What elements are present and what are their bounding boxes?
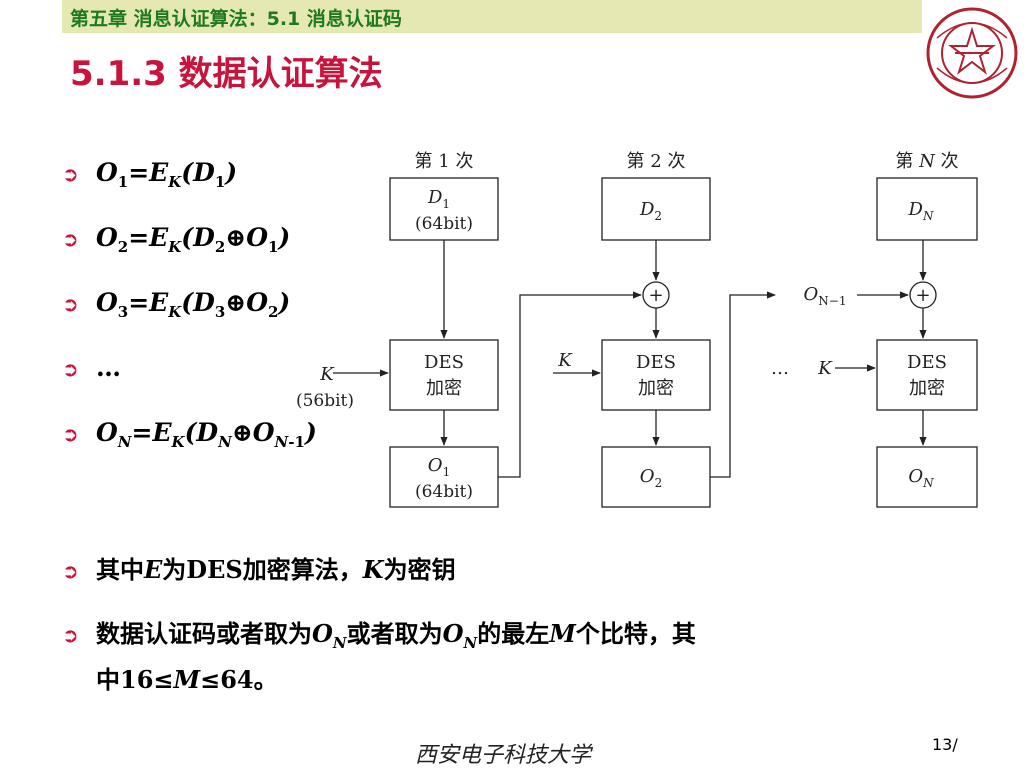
bullet-mac-description-line2: 中16≤M≤64。 <box>96 665 278 694</box>
enc-label-n: 加密 <box>909 378 945 399</box>
enc-label-1: 加密 <box>426 378 462 399</box>
bullet-arrow-icon: ➲ <box>62 422 79 446</box>
des-box-n <box>876 339 978 411</box>
des-box-2 <box>601 339 711 411</box>
dn-label: DN <box>908 199 934 223</box>
university-seal-icon <box>926 7 1018 99</box>
k-bits-label: (56bit) <box>296 391 354 411</box>
o2-label: O2 <box>640 466 662 490</box>
equation-1: ➲O1=EK(D1) <box>62 158 238 191</box>
bullet-mac-description: ➲数据认证码或者取为ON或者取为ON的最左M个比特，其 <box>62 619 696 652</box>
xor-plus-n: + <box>915 285 930 306</box>
equation-3: ➲O3=EK(D3⊕O2) <box>62 288 291 321</box>
bullet-arrow-icon: ➲ <box>62 292 79 316</box>
des-label-n: DES <box>907 352 947 373</box>
bullet-des-description: ➲其中E为DES加密算法，K为密钥 <box>62 555 456 584</box>
round-1-label: 第 1 次 <box>415 151 474 172</box>
university-name-logo: 西安电子科技大学 <box>415 743 592 768</box>
xor-plus-2: + <box>648 285 663 306</box>
o1-bits-label: (64bit) <box>415 482 473 502</box>
enc-label-2: 加密 <box>638 378 674 399</box>
round-n-label: 第 N 次 <box>895 151 958 172</box>
page-number: 13/ <box>932 735 958 754</box>
on-box <box>876 446 978 508</box>
d2-label: D2 <box>639 199 662 223</box>
on-minus-1-label: ON−1 <box>804 284 847 308</box>
on-label: ON <box>908 466 934 490</box>
equation-ellipsis: ➲… <box>62 353 121 382</box>
dac-diagram: 第 1 次 第 2 次 第 N 次 D1 (64bit) DES 加密 K (5… <box>296 151 978 508</box>
bullet-arrow-icon: ➲ <box>62 559 79 583</box>
bullet-arrow-icon: ➲ <box>62 357 79 381</box>
d1-bits-label: (64bit) <box>415 214 473 234</box>
d1-label: D1 <box>427 187 450 211</box>
dn-box <box>876 177 978 241</box>
des-label-2: DES <box>636 352 676 373</box>
equation-n: ➲ON=EK(DN⊕ON-1) <box>62 418 317 451</box>
header-band <box>62 0 922 33</box>
des-box-1 <box>389 339 499 411</box>
k-label-2: K <box>557 350 573 371</box>
ellipsis-label: … <box>771 358 789 379</box>
bullet-arrow-icon: ➲ <box>62 227 79 251</box>
k-label-1: K <box>319 364 335 385</box>
des-label-1: DES <box>424 352 464 373</box>
chapter-header: 第五章 消息认证算法：5.1 消息认证码 <box>70 8 402 30</box>
o1-label: O1 <box>428 455 450 479</box>
bullet-arrow-icon: ➲ <box>62 162 79 186</box>
bullet-arrow-icon: ➲ <box>62 623 79 647</box>
round-2-label: 第 2 次 <box>627 151 686 172</box>
slide-title: 5.1.3 数据认证算法 <box>70 54 383 94</box>
equation-2: ➲O2=EK(D2⊕O1) <box>62 223 291 256</box>
k-label-n: K <box>817 358 833 379</box>
